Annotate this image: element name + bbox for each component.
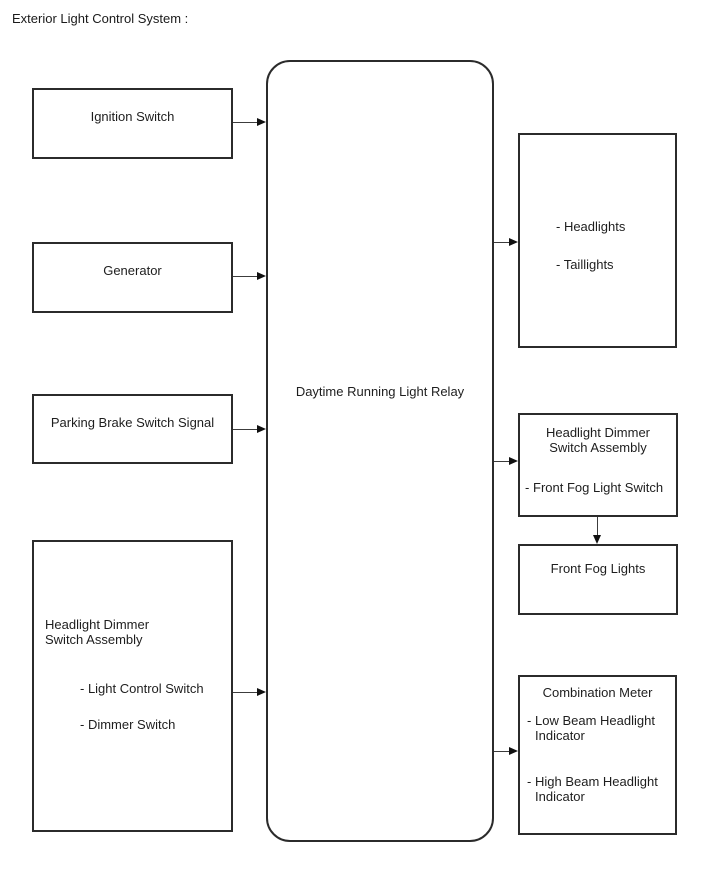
arrow-relay-to-dimmer-assembly bbox=[494, 457, 518, 466]
arrow-head-icon bbox=[257, 425, 266, 433]
dimmer-assembly-item-dimmer-switch: - Dimmer Switch bbox=[80, 717, 176, 732]
item-low-beam-headlight-indicator: - Low Beam Headlight Indicator bbox=[527, 713, 673, 743]
arrow-head-icon bbox=[509, 747, 518, 755]
arrow-relay-to-combination-meter bbox=[494, 747, 518, 756]
arrow-relay-to-headlights bbox=[494, 238, 518, 247]
front-fog-lights-label: Front Fog Lights bbox=[550, 561, 646, 576]
dimmer-assembly-title-line2: Switch Assembly bbox=[45, 632, 143, 647]
arrow-dimmer-assembly-to-front-fog-lights bbox=[593, 517, 602, 544]
node-generator: Generator bbox=[32, 242, 233, 313]
arrow-shaft bbox=[233, 276, 258, 277]
item-high-beam-headlight-indicator: - High Beam Headlight Indicator bbox=[527, 774, 673, 804]
arrow-shaft bbox=[494, 242, 510, 243]
node-headlight-dimmer-switch-assembly-input: Headlight Dimmer Switch Assembly - Light… bbox=[32, 540, 233, 832]
node-parking-brake-switch-signal: Parking Brake Switch Signal bbox=[32, 394, 233, 464]
dimmer-assembly-title-line1: Headlight Dimmer bbox=[45, 617, 150, 632]
node-front-fog-lights: Front Fog Lights bbox=[518, 544, 678, 615]
node-ignition-switch-label: Ignition Switch bbox=[90, 109, 175, 124]
combination-meter-title: Combination Meter bbox=[542, 685, 653, 700]
arrow-shaft bbox=[233, 429, 258, 430]
node-daytime-running-light-relay: Daytime Running Light Relay bbox=[266, 60, 494, 842]
arrow-head-icon bbox=[509, 238, 518, 246]
arrow-shaft bbox=[494, 461, 510, 462]
item-low-beam-text: Low Beam Headlight Indicator bbox=[535, 713, 655, 743]
arrow-shaft bbox=[597, 517, 598, 536]
arrow-head-icon bbox=[257, 272, 266, 280]
diagram-title: Exterior Light Control System : bbox=[12, 11, 189, 26]
output-dimmer-assembly-title-line1: Headlight Dimmer bbox=[545, 425, 651, 440]
node-ignition-switch: Ignition Switch bbox=[32, 88, 233, 159]
arrow-shaft bbox=[494, 751, 510, 752]
arrow-ignition-to-relay bbox=[233, 118, 266, 127]
arrow-shaft bbox=[233, 692, 258, 693]
node-combination-meter: Combination Meter - Low Beam Headlight I… bbox=[518, 675, 677, 835]
output-dimmer-assembly-title-line2: Switch Assembly bbox=[549, 440, 647, 455]
item-headlights: - Headlights bbox=[556, 219, 626, 234]
arrow-head-icon bbox=[257, 688, 266, 696]
dimmer-assembly-item-light-control-switch: - Light Control Switch bbox=[80, 681, 204, 696]
node-headlight-dimmer-switch-assembly-output: Headlight Dimmer Switch Assembly - Front… bbox=[518, 413, 678, 517]
item-front-fog-light-switch: - Front Fog Light Switch bbox=[525, 480, 675, 495]
arrow-generator-to-relay bbox=[233, 272, 266, 281]
item-high-beam-text: High Beam Headlight Indicator bbox=[535, 774, 658, 804]
arrow-dimmer-assembly-to-relay bbox=[233, 688, 266, 697]
relay-label: Daytime Running Light Relay bbox=[295, 384, 465, 399]
item-low-beam-marker: - bbox=[527, 713, 532, 728]
arrow-head-icon bbox=[593, 535, 601, 544]
item-high-beam-marker: - bbox=[527, 774, 532, 789]
item-taillights: - Taillights bbox=[556, 257, 614, 272]
arrow-shaft bbox=[233, 122, 258, 123]
node-generator-label: Generator bbox=[103, 263, 162, 278]
node-headlights-taillights: - Headlights - Taillights bbox=[518, 133, 677, 348]
node-parking-brake-label: Parking Brake Switch Signal bbox=[50, 414, 215, 430]
item-front-fog-light-switch-marker: - bbox=[525, 480, 530, 495]
arrow-head-icon bbox=[509, 457, 518, 465]
arrow-head-icon bbox=[257, 118, 266, 126]
arrow-parking-brake-to-relay bbox=[233, 425, 266, 434]
item-front-fog-light-switch-text: Front Fog Light Switch bbox=[533, 480, 664, 495]
